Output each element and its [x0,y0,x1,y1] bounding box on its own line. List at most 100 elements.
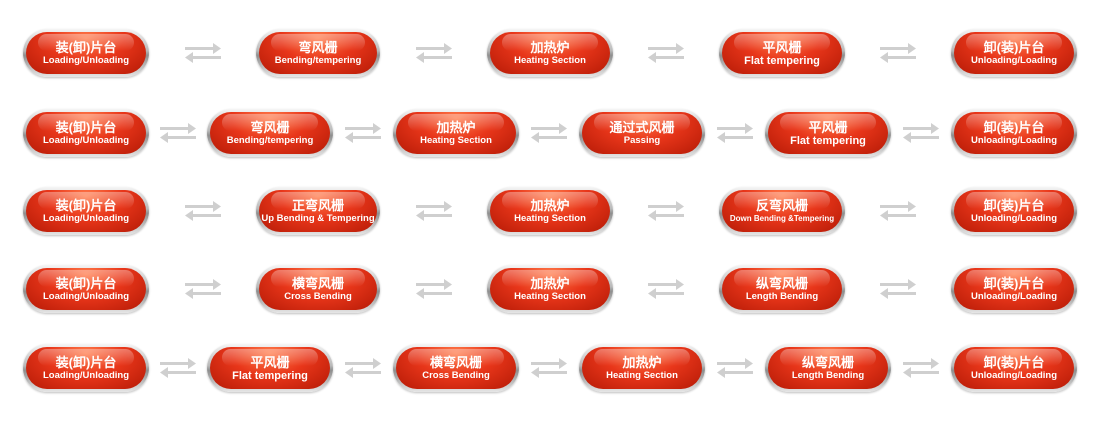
station-label-en: Loading/Unloading [42,54,129,66]
station-label-zh: 卸(装)片台 [983,39,1045,55]
bidirectional-arrows-icon [183,198,223,224]
bidirectional-arrows-icon [901,355,941,381]
station-label-en: Unloading/Loading [970,369,1057,381]
bidirectional-arrows-icon [414,276,454,302]
station-label-zh: 卸(装)片台 [983,275,1045,291]
bidirectional-arrows-icon [878,276,918,302]
station-label-en: Heating Section [514,54,586,66]
station-label-en: Bending/tempering [226,134,314,146]
bidirectional-arrows-icon [901,120,941,146]
station-label-en: Flat tempering [790,134,866,147]
bidirectional-arrows-icon [183,276,223,302]
station-label-en: Flat tempering [232,369,308,382]
station-label-zh: 装(卸)片台 [55,354,117,370]
station-label-en: Cross Bending [284,290,352,302]
station-label-zh: 平风栅 [762,39,802,55]
bidirectional-arrows-icon [646,40,686,66]
station-label-zh: 加热炉 [530,275,570,291]
bidirectional-arrows-icon [529,355,569,381]
bidirectional-arrows-icon [646,276,686,302]
station-label-zh: 纵弯风栅 [801,354,854,370]
bidirectional-arrows-icon [414,198,454,224]
station-label-en: Bending/tempering [274,54,362,66]
station-label-zh: 加热炉 [530,197,570,213]
bidirectional-arrows-icon [183,40,223,66]
station-label-zh: 卸(装)片台 [983,197,1045,213]
bidirectional-arrows-icon [715,355,755,381]
bidirectional-arrows-icon [646,198,686,224]
station-label-zh: 装(卸)片台 [55,39,117,55]
station-label-zh: 平风栅 [250,354,290,370]
station-label-zh: 平风栅 [808,119,848,135]
station-label-en: Heating Section [420,134,492,146]
station-label-zh: 装(卸)片台 [55,119,117,135]
station-label-zh: 加热炉 [530,39,570,55]
station-label-en: Loading/Unloading [42,290,129,302]
station-label-en: Heating Section [606,369,678,381]
station-label-en: Loading/Unloading [42,369,129,381]
station-label-en: Length Bending [745,290,819,302]
station-label-zh: 弯风栅 [250,119,290,135]
station-label-en: Unloading/Loading [970,54,1057,66]
station-label-zh: 纵弯风栅 [755,275,808,291]
bidirectional-arrows-icon [715,120,755,146]
station-label-zh: 反弯风栅 [755,197,808,213]
station-label-zh: 正弯风栅 [291,197,344,213]
station-label-zh: 横弯风栅 [429,354,482,370]
station-label-en: Cross Bending [422,369,490,381]
station-label-en: Heating Section [514,212,586,224]
bidirectional-arrows-icon [158,120,198,146]
station-label-zh: 装(卸)片台 [55,197,117,213]
station-label-en: Up Bending & Tempering [261,212,375,224]
bidirectional-arrows-icon [414,40,454,66]
bidirectional-arrows-icon [158,355,198,381]
station-label-en: Passing [623,134,661,146]
bidirectional-arrows-icon [343,355,383,381]
station-label-en: Loading/Unloading [42,212,129,224]
station-label-en: Loading/Unloading [42,134,129,146]
station-label-zh: 弯风栅 [298,39,338,55]
station-label-zh: 通过式风栅 [609,119,675,135]
